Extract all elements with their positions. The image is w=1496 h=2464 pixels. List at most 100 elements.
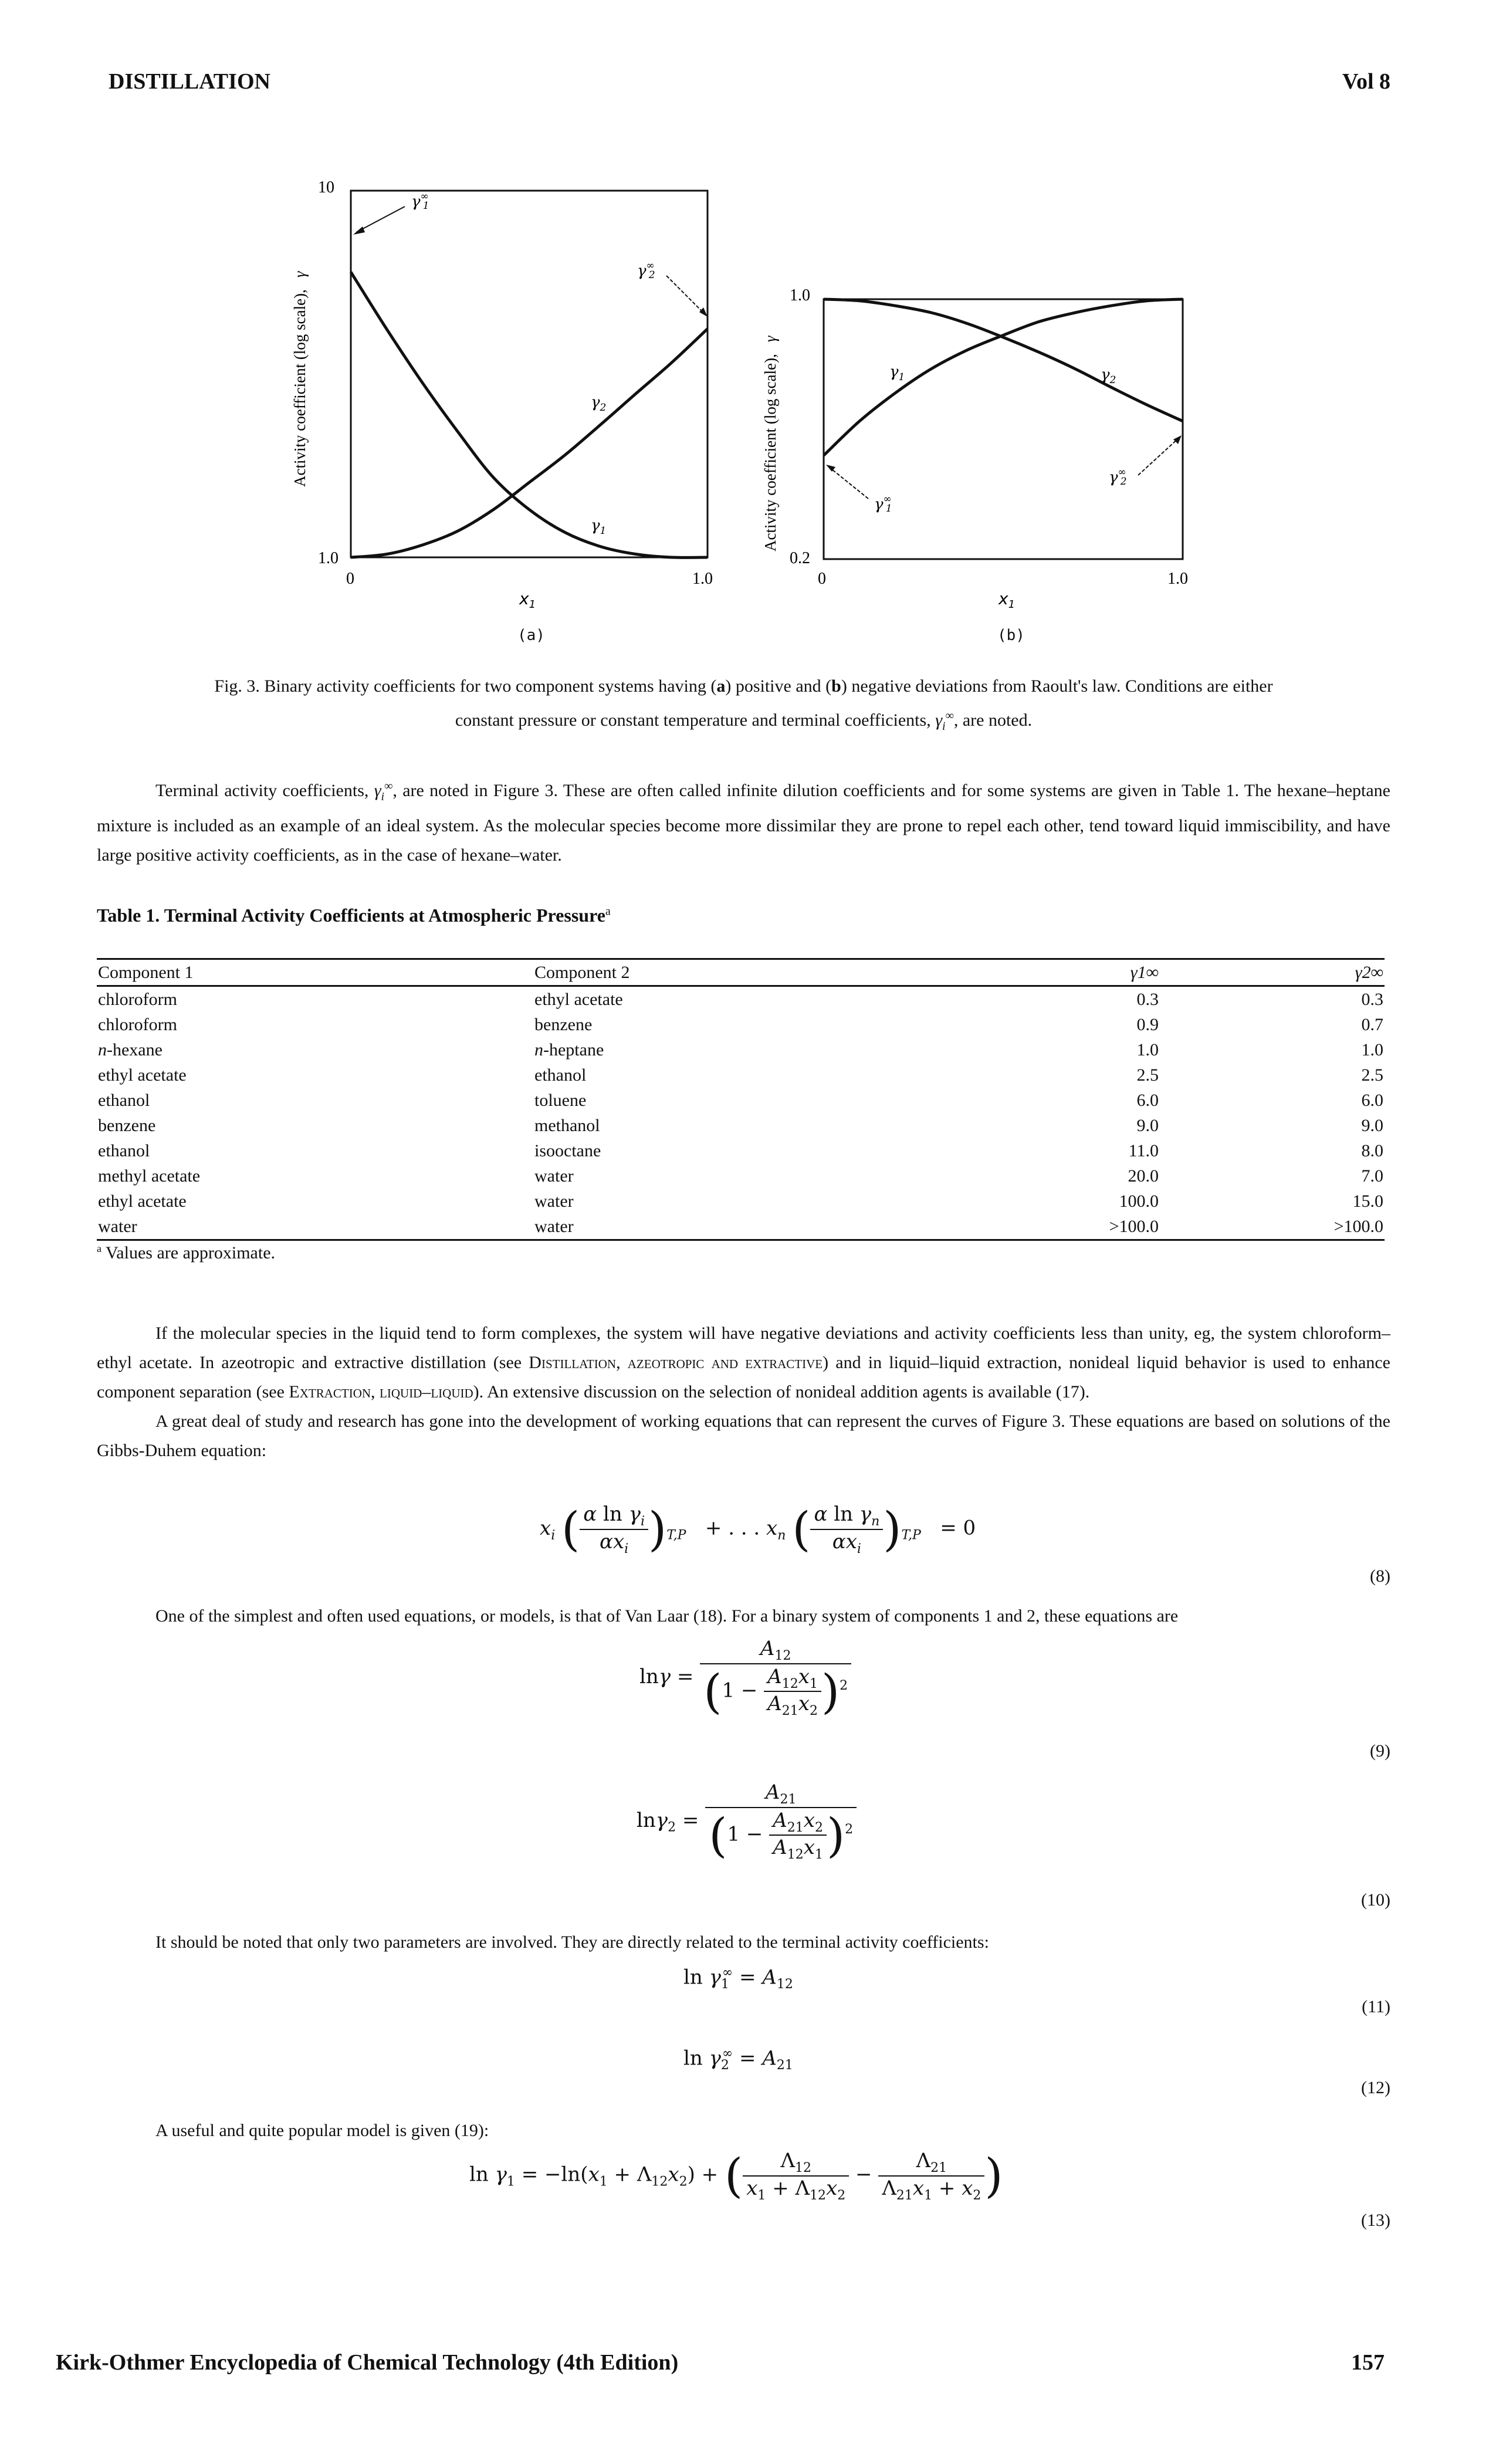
cell-gamma2-inf: 1.0: [1361, 1040, 1384, 1060]
equation-number-11: (11): [1362, 1997, 1390, 2016]
equation-11: ln γ1∞ = A12: [683, 1965, 793, 1992]
chart-a-gamma1-curve: [349, 271, 708, 559]
cell-gamma2-inf: 15.0: [1352, 1192, 1384, 1211]
chart-b-xtick-left: 0: [818, 570, 826, 588]
table-row: ethanol toluene 6.0 6.0: [97, 1088, 1385, 1113]
chart-a-xtick-left: 0: [346, 570, 354, 588]
cell-component-1: benzene: [98, 1116, 156, 1135]
cell-component-2: benzene: [534, 1015, 593, 1034]
cell-gamma1-inf: 0.9: [1136, 1015, 1159, 1034]
paragraph-gibbs-duhem-intro: A great deal of study and research has g…: [97, 1412, 1390, 1460]
equation-12: ln γ2∞ = A21: [683, 2046, 793, 2073]
chart-b-xtick-right: 1.0: [1167, 570, 1188, 588]
cell-gamma2-inf: 7.0: [1361, 1166, 1384, 1186]
cell-gamma1-inf: 0.3: [1136, 990, 1159, 1009]
cell-gamma1-inf: 11.0: [1128, 1141, 1159, 1160]
footer-title: Kirk-Othmer Encyclopedia of Chemical Tec…: [56, 2350, 679, 2375]
running-header-volume: Vol 8: [1342, 69, 1390, 94]
cell-component-1: ethanol: [98, 1091, 150, 1110]
cell-component-1: chloroform: [98, 990, 177, 1009]
cell-gamma2-inf: >100.0: [1160, 1214, 1385, 1241]
col-header-gamma2-inf: γ2∞: [1160, 958, 1385, 987]
chart-b-inf2-label: γ∞2: [1109, 466, 1127, 488]
col-header-component-2: Component 2: [533, 958, 964, 987]
col-header-component-1: Component 1: [97, 958, 533, 987]
chart-a: 10 1.0 0 1.0 x1 Activity coefficient (lo…: [291, 178, 713, 611]
chart-a-ytick-top: 10: [318, 178, 334, 197]
cell-gamma1-inf: 1.0: [1136, 1040, 1159, 1060]
cell-component-2: toluene: [534, 1091, 587, 1110]
cell-component-2: water: [533, 1214, 964, 1241]
chart-a-xtick-right: 1.0: [692, 570, 713, 588]
chart-a-inf2-label: γ∞2: [637, 260, 655, 281]
table-row: chloroform ethyl acetate 0.3 0.3: [97, 986, 1385, 1013]
chart-b-gamma2-label: γ2: [1101, 366, 1116, 386]
equation-number-12: (12): [1361, 2078, 1390, 2097]
cell-component-1: methyl acetate: [98, 1166, 201, 1186]
chart-a-ytick-bottom: 1.0: [318, 549, 339, 567]
cell-gamma2-inf: 8.0: [1361, 1141, 1384, 1160]
cell-component-2: ethyl acetate: [534, 990, 623, 1009]
paragraph-terminal-coefficients: Terminal activity coefficients, γi∞, are…: [97, 780, 1391, 865]
chart-b-ylabel: Activity coefficient (log scale),γ: [761, 335, 779, 551]
cell-component-1: ethyl acetate: [98, 1192, 187, 1211]
chart-a-inf1-label: γ∞1: [411, 191, 429, 212]
figure-3: 10 1.0 0 1.0 x1 Activity coefficient (lo…: [291, 178, 1188, 611]
page-number: 157: [1351, 2350, 1385, 2375]
cell-component-2: ethanol: [534, 1065, 587, 1085]
cell-gamma1-inf: 100.0: [1119, 1192, 1159, 1211]
cell-gamma2-inf: 2.5: [1361, 1065, 1384, 1085]
chart-b-ytick-bottom: 0.2: [790, 549, 810, 567]
cell-gamma1-inf: 6.0: [1136, 1091, 1159, 1110]
cell-component-1: ethyl acetate: [98, 1065, 187, 1085]
cell-gamma2-inf: 0.7: [1361, 1015, 1384, 1034]
chart-a-ylabel: Activity coefficient (log scale),γ: [291, 270, 309, 487]
cell-gamma2-inf: 9.0: [1361, 1116, 1384, 1135]
chart-b-gamma2-curve: [823, 297, 1184, 423]
paragraph-two-parameters: It should be noted that only two paramet…: [155, 1932, 989, 1952]
chart-b-ytick-top: 1.0: [790, 286, 810, 304]
table-1: Component 1 Component 2 γ1∞ γ2∞ chlorofo…: [97, 958, 1385, 1241]
chart-a-gamma2-curve: [350, 327, 709, 559]
cell-gamma1-inf: 9.0: [1136, 1116, 1159, 1135]
cell-component-1: ethanol: [98, 1141, 150, 1160]
cell-gamma2-inf: 6.0: [1361, 1091, 1384, 1110]
table-row: chloroform benzene 0.9 0.7: [97, 1012, 1385, 1037]
cell-component-2: methanol: [534, 1116, 600, 1135]
equation-number-9: (9): [1370, 1741, 1390, 1761]
cell-component-1: water: [97, 1214, 533, 1241]
cell-component-1: chloroform: [98, 1015, 177, 1034]
cell-gamma1-inf: >100.0: [964, 1214, 1160, 1241]
chart-a-xlabel: x1: [519, 589, 536, 611]
equation-number-10: (10): [1361, 1890, 1390, 1910]
cell-component-2: water: [534, 1192, 574, 1211]
running-header-title: DISTILLATION: [109, 69, 270, 94]
table-row: ethanol isooctane 11.0 8.0: [97, 1138, 1385, 1163]
equation-number-8: (8): [1370, 1566, 1390, 1586]
ref-extraction-liquid-liquid[interactable]: Extraction, liquid–liquid: [289, 1382, 473, 1402]
paragraph-negative-deviations: If the molecular species in the liquid t…: [97, 1319, 1390, 1465]
cell-component-2: n-heptane: [534, 1040, 604, 1060]
chart-b-gamma1-curve: [823, 297, 1183, 457]
table-1-footnote: a Values are approximate.: [97, 1243, 276, 1263]
equation-number-13: (13): [1361, 2211, 1390, 2230]
cell-gamma1-inf: 2.5: [1136, 1065, 1159, 1085]
cell-component-2: isooctane: [534, 1141, 601, 1160]
table-header-row: Component 1 Component 2 γ1∞ γ2∞: [97, 958, 1385, 987]
chart-b-gamma1-label: γ1: [889, 363, 905, 383]
paragraph-van-laar: One of the simplest and often used equat…: [155, 1606, 1179, 1626]
cell-component-2: water: [534, 1166, 574, 1186]
cell-gamma2-inf: 0.3: [1361, 990, 1384, 1009]
table-row: ethyl acetate water 100.0 15.0: [97, 1189, 1385, 1214]
table-row: benzene methanol 9.0 9.0: [97, 1113, 1385, 1138]
col-header-gamma1-inf: γ1∞: [964, 958, 1160, 987]
ref-distillation-azeotropic[interactable]: Distillation, azeotropic and extractive: [529, 1353, 823, 1372]
figure-3-caption: Fig. 3. Binary activity coefficients for…: [214, 676, 1273, 733]
